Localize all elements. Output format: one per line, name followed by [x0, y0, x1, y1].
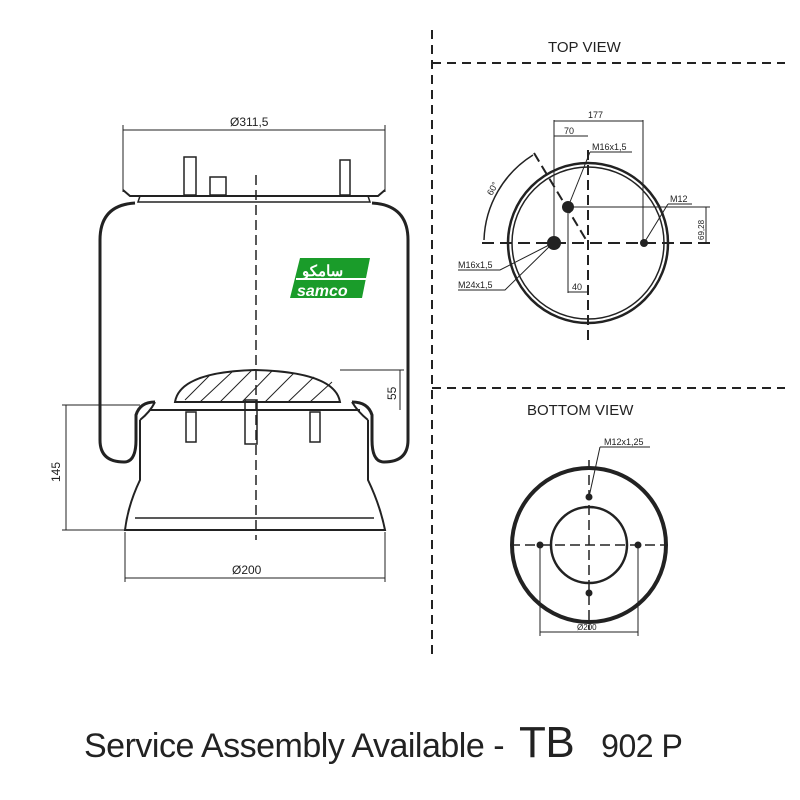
dim-angle: 60°	[485, 180, 500, 197]
caption-number: 902 P	[601, 728, 683, 764]
dim-piston-height: 55	[385, 386, 399, 400]
bottom-view-title: BOTTOM VIEW	[527, 402, 634, 419]
dim-bottom-diameter: Ø200	[232, 563, 262, 577]
m24-port	[547, 236, 561, 250]
m12-stud	[640, 239, 648, 247]
thread-m12: M12	[670, 194, 688, 204]
dim-top-diameter: Ø311,5	[230, 115, 269, 129]
dim-height: 145	[49, 462, 63, 482]
dim-70: 70	[564, 126, 574, 136]
logo-text: samco	[297, 283, 348, 300]
bottom-bolt-holes	[536, 493, 642, 597]
caption-code: TB	[518, 718, 575, 767]
caption-text: Service Assembly Available -	[84, 727, 505, 765]
dim-177: 177	[588, 110, 603, 120]
thread-bottom-m12: M12x1,25	[604, 437, 644, 447]
caption: Service Assembly Available - TB 902 P	[84, 718, 683, 768]
top-view-title: TOP VIEW	[548, 39, 622, 56]
m16-port-top	[562, 201, 574, 213]
logo-arabic: سامكو	[301, 263, 343, 280]
thread-m16-top: M16x1,5	[592, 142, 627, 152]
samco-logo: سامكو samco	[290, 258, 370, 300]
thread-m24: M24x1,5	[458, 280, 493, 290]
dim-40: 40	[572, 282, 582, 292]
air-spring-side-view	[62, 125, 410, 582]
thread-m16-left: M16x1,5	[458, 260, 493, 270]
dim-bottom-200: Ø200	[577, 623, 597, 632]
dim-69-28: 69,28	[697, 219, 706, 240]
top-view-drawing	[458, 120, 712, 345]
bottom-view-drawing	[510, 446, 668, 636]
